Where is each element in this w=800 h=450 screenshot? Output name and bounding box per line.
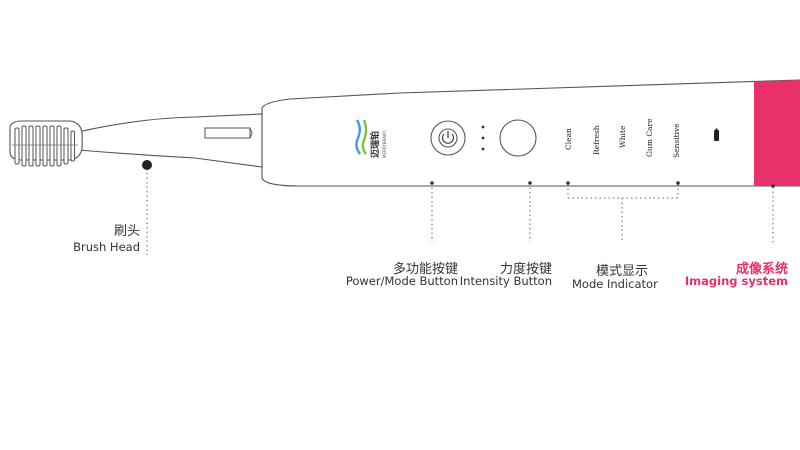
- mode-indicator-label-zh: 模式显示: [596, 264, 649, 279]
- mode-item-sensitive: Sensitive: [672, 123, 681, 158]
- power-button-label-zh: 多功能按键: [392, 262, 458, 277]
- brand-logo-icon: [355, 119, 368, 155]
- brand-logo-zh: 迈瑞铂: [371, 130, 381, 158]
- brush-head-marker: [142, 160, 152, 170]
- bristles: [14, 125, 75, 167]
- power-icon: [441, 133, 455, 144]
- intensity-button: [499, 119, 537, 157]
- brand-logo-en: MERRYBRAVO: [382, 130, 387, 158]
- neck-connector: [204, 127, 253, 139]
- intensity-dot: [481, 136, 485, 140]
- imaging-system-band: [754, 80, 800, 186]
- imaging-system-label-en: Imaging system: [684, 274, 788, 288]
- mode-indicator-label-en: Mode Indicator: [572, 277, 658, 291]
- mode-item-white: White: [618, 125, 627, 148]
- imaging-system-label-zh: 成像系统: [735, 262, 788, 277]
- power-button-label-en: Power/Mode Button: [345, 274, 458, 288]
- brush-head-label-en: Brush Head: [73, 240, 140, 254]
- mode-item-gum-care: Gum Care: [645, 118, 654, 157]
- brush-head-label-zh: 刷头: [113, 224, 140, 239]
- intensity-button-label-en: Intensity Button: [459, 274, 552, 288]
- intensity-button-label-zh: 力度按键: [499, 262, 552, 277]
- brush-neck: [77, 113, 263, 168]
- intensity-dot: [481, 147, 485, 151]
- mode-item-clean: Clean: [564, 128, 573, 150]
- mode-item-refresh: Refresh: [592, 125, 601, 155]
- battery-indicator: [714, 130, 719, 141]
- intensity-dot: [481, 125, 485, 129]
